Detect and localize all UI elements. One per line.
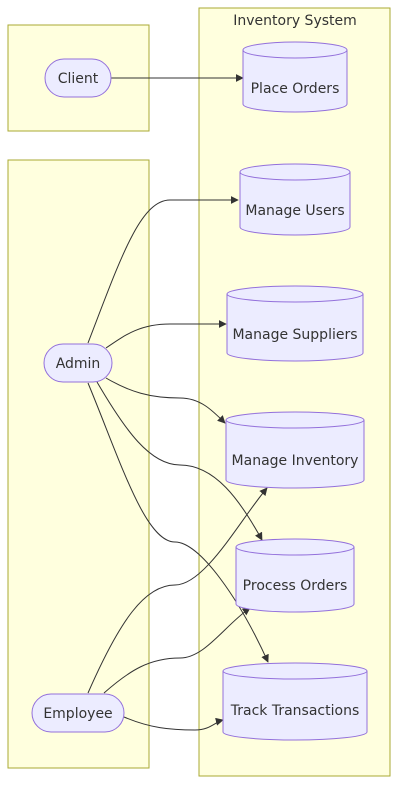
usecase-manage-users: Manage Users bbox=[239, 163, 351, 236]
usecase-track-transactions: Track Transactions bbox=[222, 662, 368, 741]
usecase-process-orders: Process Orders bbox=[235, 538, 355, 613]
usecase-manage-inventory-body bbox=[225, 411, 365, 489]
actor-admin-shape bbox=[43, 343, 113, 383]
actor-employee-label: Employee bbox=[43, 706, 112, 722]
usecase-manage-inventory-label: Manage Inventory bbox=[232, 453, 359, 469]
usecase-process-orders-body bbox=[235, 538, 355, 613]
edge-employee-track-transactions bbox=[123, 716, 224, 731]
edge-admin-manage-users bbox=[87, 196, 239, 344]
usecase-manage-suppliers-label: Manage Suppliers bbox=[232, 327, 357, 343]
usecase-track-transactions-body bbox=[222, 662, 368, 741]
usecase-manage-suppliers-rim bbox=[226, 293, 364, 303]
actor-client: Client bbox=[44, 58, 112, 98]
usecase-manage-users-rim bbox=[239, 171, 351, 181]
usecase-place-orders-label: Place Orders bbox=[251, 81, 340, 97]
usecase-place-orders-rim bbox=[242, 49, 348, 59]
usecase-manage-inventory-rim bbox=[225, 419, 365, 429]
actor-employee: Employee bbox=[31, 693, 125, 733]
actor-admin: Admin bbox=[43, 343, 113, 383]
actor-client-shape bbox=[44, 58, 112, 98]
usecase-manage-users-label: Manage Users bbox=[245, 203, 344, 219]
edge-admin-process-orders bbox=[96, 381, 263, 541]
usecase-manage-inventory: Manage Inventory bbox=[225, 411, 365, 489]
actor-client-label: Client bbox=[58, 71, 99, 87]
inventory-system-cluster bbox=[198, 7, 391, 777]
actor-employee-shape bbox=[31, 693, 125, 733]
edge-employee-process-orders bbox=[103, 607, 251, 694]
inventory-system-title: Inventory System bbox=[233, 13, 357, 29]
usecase-track-transactions-label: Track Transactions bbox=[230, 703, 359, 719]
usecase-place-orders: Place Orders bbox=[242, 41, 348, 113]
staff-cluster bbox=[7, 159, 150, 769]
usecase-manage-users-body bbox=[239, 163, 351, 236]
usecase-track-transactions-rim bbox=[222, 670, 368, 680]
usecase-manage-suppliers: Manage Suppliers bbox=[226, 285, 364, 362]
usecase-place-orders-body bbox=[242, 41, 348, 113]
usecase-process-orders-label: Process Orders bbox=[243, 578, 348, 594]
edge-admin-manage-suppliers bbox=[105, 320, 227, 349]
edge-admin-manage-inventory bbox=[105, 377, 226, 424]
usecase-manage-suppliers-body bbox=[226, 285, 364, 362]
usecase-process-orders-rim bbox=[235, 546, 355, 556]
actor-admin-label: Admin bbox=[56, 356, 101, 372]
edge-employee-manage-inventory bbox=[87, 487, 268, 694]
